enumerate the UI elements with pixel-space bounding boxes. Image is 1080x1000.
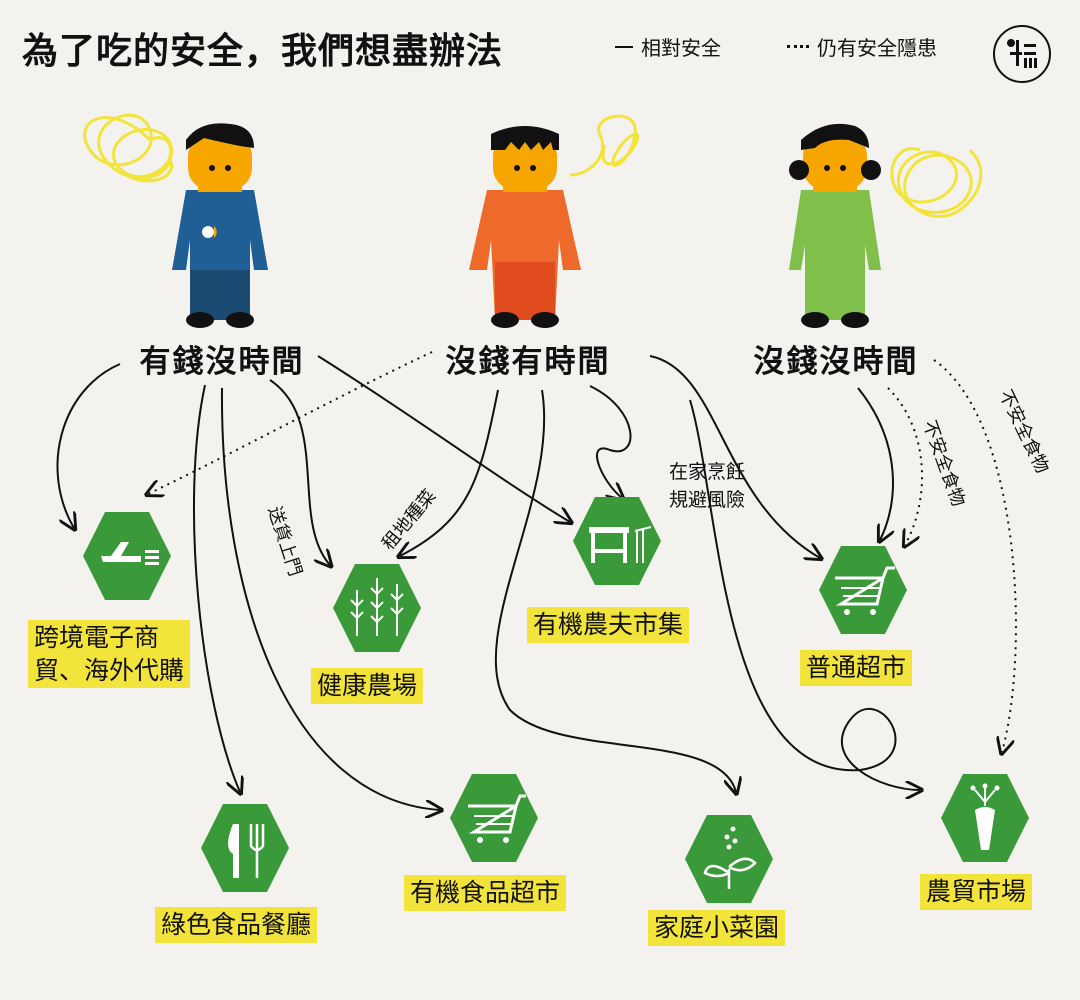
arrow-poor-to-traditional xyxy=(689,399,920,790)
tag-green-restaurant: 綠色食品餐廳 xyxy=(155,907,318,943)
hex-home-garden[interactable] xyxy=(685,815,773,903)
arrow-rich-to-crossborder xyxy=(56,363,121,528)
arrow-rich-to-organicmarket xyxy=(317,355,570,522)
legend-solid-label: 相對安全 xyxy=(641,36,721,60)
arrow-poor-to-supermarket xyxy=(649,355,820,558)
path-label-cook-home-line1: 在家烹飪 xyxy=(669,461,746,483)
scribble-right xyxy=(890,147,983,218)
hex-supermarket[interactable] xyxy=(819,546,907,634)
persona-label-rich-busy: 有錢沒時間 xyxy=(139,344,305,380)
hex-organic-market[interactable] xyxy=(573,497,661,585)
arrow-busy-to-supermarket xyxy=(857,387,893,540)
scribble-middle xyxy=(569,114,640,177)
arrow-poor-to-organicmarket xyxy=(589,385,632,498)
hex-healthy-farm[interactable] xyxy=(333,564,421,652)
tag-cross-border-line2: 貿、海外代購 xyxy=(34,656,185,685)
page-title: 為了吃的安全，我們想盡辦法 xyxy=(22,31,504,72)
dotted-busy-to-supermarket xyxy=(887,387,924,545)
tag-organic-market: 有機農夫市集 xyxy=(527,607,690,643)
hex-cross-border[interactable] xyxy=(83,512,171,600)
tag-traditional-market: 農貿市場 xyxy=(920,874,1033,910)
arrow-rich-to-restaurant xyxy=(193,384,240,792)
tag-cross-border: 跨境電子商 貿、海外代購 xyxy=(28,620,191,688)
logo-mark-icon xyxy=(1007,39,1037,68)
arrow-poor-to-farm xyxy=(400,389,499,556)
arrow-rich-to-organicsuper xyxy=(220,387,440,810)
hex-organic-supermarket[interactable] xyxy=(450,774,538,862)
hex-green-restaurant[interactable] xyxy=(201,804,289,892)
tag-cross-border-line1: 跨境電子商 xyxy=(34,623,160,652)
person-poor-busy xyxy=(789,123,881,328)
dotted-line-icon xyxy=(787,45,809,48)
legend-solid: 相對安全 xyxy=(615,32,721,61)
dotted-busy-to-traditional xyxy=(933,359,1017,752)
tag-supermarket: 普通超市 xyxy=(800,650,913,686)
logo xyxy=(993,25,1051,83)
arrow-rich-to-farm xyxy=(269,379,330,565)
legend-dotted: 仍有安全隱患 xyxy=(787,32,937,61)
tag-healthy-farm: 健康農場 xyxy=(311,668,424,704)
person-rich-busy xyxy=(172,123,268,328)
hex-traditional-market[interactable] xyxy=(941,774,1029,862)
arrow-poor-to-garden xyxy=(494,389,736,792)
persona-label-poor-free: 沒錢有時間 xyxy=(445,344,611,380)
scribble-left xyxy=(83,113,174,183)
persona-label-poor-busy: 沒錢沒時間 xyxy=(753,344,919,380)
path-label-cook-home: 在家烹飪 規避風險 xyxy=(669,458,745,514)
solid-line-icon xyxy=(615,45,633,48)
path-label-cook-home-line2: 規避風險 xyxy=(669,489,746,511)
dotted-poor-to-crossborder xyxy=(148,351,433,494)
tag-home-garden: 家庭小菜園 xyxy=(648,910,786,946)
legend-dotted-label: 仍有安全隱患 xyxy=(817,36,937,60)
tag-organic-supermarket: 有機食品超市 xyxy=(404,875,567,911)
person-poor-free xyxy=(469,126,581,328)
